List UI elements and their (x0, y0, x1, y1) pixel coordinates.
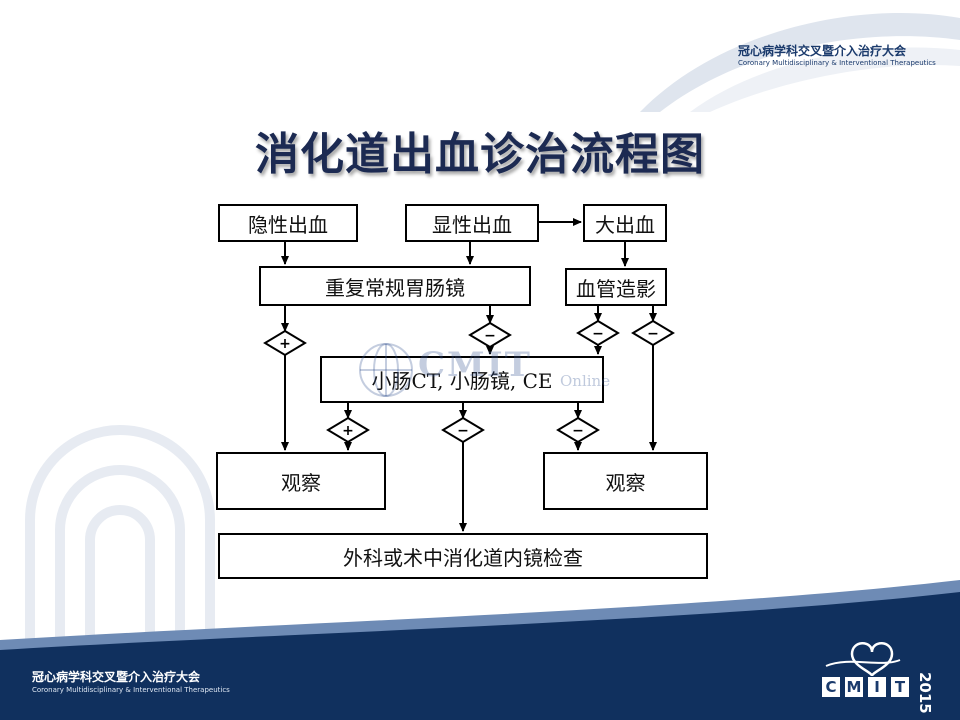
logo-swoosh (825, 659, 901, 667)
logo-letter-c: C (822, 677, 840, 697)
decision-d4-sign: − (647, 326, 659, 342)
header-org-name: 冠心病学科交叉暨介入治疗大会 (738, 44, 907, 58)
decision-d1-sign: + (279, 336, 291, 352)
decision-d2-sign: − (484, 328, 496, 344)
header-org-english: Coronary Multidisciplinary & Interventio… (738, 59, 936, 67)
background-arches (25, 425, 215, 640)
node-overt-bleeding: 显性出血 (405, 204, 539, 242)
header-swoosh-2 (690, 47, 960, 112)
watermark-text: CMIT (418, 345, 532, 385)
footer-org-name: 冠心病学科交叉暨介入治疗大会 (32, 670, 201, 684)
decision-d5-sign: + (342, 423, 354, 439)
decision-d7-sign: − (572, 423, 584, 439)
decision-d5 (326, 416, 370, 444)
decision-d4 (631, 319, 675, 347)
logo-letter-m: M (845, 677, 863, 697)
node-small-bowel-exam: 小肠CT, 小肠镜, CE (320, 356, 604, 403)
node-surgery-endoscopy: 外科或术中消化道内镜检查 (218, 533, 708, 579)
decision-d1 (263, 329, 307, 357)
node-massive-bleeding: 大出血 (583, 204, 667, 242)
watermark-suffix: Online (560, 372, 611, 390)
decision-d6 (441, 416, 485, 444)
node-repeat-endoscopy: 重复常规胃肠镜 (259, 266, 531, 306)
header-swoosh (640, 12, 960, 112)
footer-band-edge (0, 580, 960, 650)
node-occult-bleeding: 隐性出血 (218, 204, 358, 242)
footer-band (0, 590, 960, 720)
node-observe-right: 观察 (543, 452, 708, 510)
heart-logo-icon (850, 642, 894, 677)
logo-letter-i: I (868, 677, 886, 697)
footer-org-english: Coronary Multidisciplinary & Interventio… (32, 686, 230, 694)
decision-d7 (556, 416, 600, 444)
decision-d3 (576, 319, 620, 347)
decision-d3-sign: − (592, 326, 604, 342)
logo-letter-t: T (891, 677, 909, 697)
decision-d2 (468, 321, 512, 349)
logo-year: 2015 (916, 672, 934, 714)
node-observe-left: 观察 (216, 452, 386, 510)
globe-watermark-icon (359, 343, 413, 397)
decision-d6-sign: − (457, 423, 469, 439)
node-angiography: 血管造影 (565, 268, 667, 306)
slide-title: 消化道出血诊治流程图 (255, 129, 705, 180)
